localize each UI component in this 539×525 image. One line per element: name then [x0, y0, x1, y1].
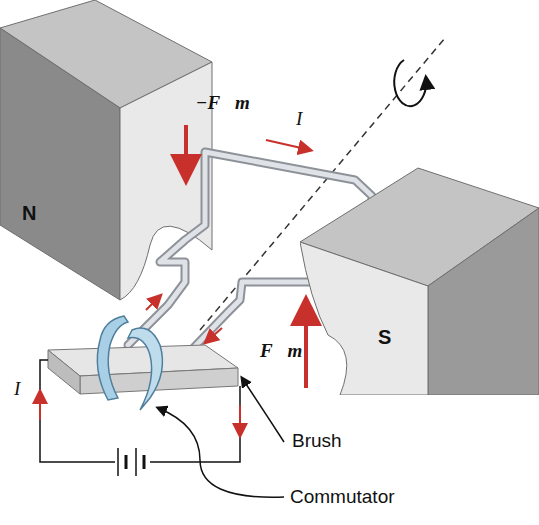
pole-letter: N: [22, 202, 36, 225]
circuit-wire: [150, 386, 240, 462]
commutator-half: [128, 328, 162, 410]
leader-line: [158, 408, 284, 497]
part-name: Commutator: [290, 486, 395, 508]
magnet-shape: [300, 150, 539, 395]
current-label: I: [14, 378, 20, 400]
force-arrow: [304, 302, 308, 388]
current-arrow: [206, 328, 222, 342]
rotation-symbol: [394, 60, 426, 106]
part-name: Brush: [292, 430, 342, 452]
current-arrow: [39, 392, 41, 420]
force-label: −F⃗m: [196, 92, 250, 114]
current-label: I: [296, 108, 302, 130]
magnet-face: [428, 208, 539, 395]
current-arrow: [239, 405, 241, 435]
current-arrow: [146, 296, 160, 310]
magnet-south: S: [300, 150, 539, 395]
brush-side: [48, 350, 80, 394]
force-label: F⃗m: [260, 340, 302, 362]
force-arrow: [184, 125, 188, 178]
leader-line: [242, 378, 284, 442]
commutator-half: [97, 316, 128, 400]
circuit-wire: [40, 360, 115, 462]
current-arrow: [266, 140, 310, 150]
magnet-face: [300, 242, 428, 395]
battery-symbol: [118, 448, 144, 476]
pole-letter: S: [378, 326, 391, 349]
magnet-face: [0, 28, 120, 300]
